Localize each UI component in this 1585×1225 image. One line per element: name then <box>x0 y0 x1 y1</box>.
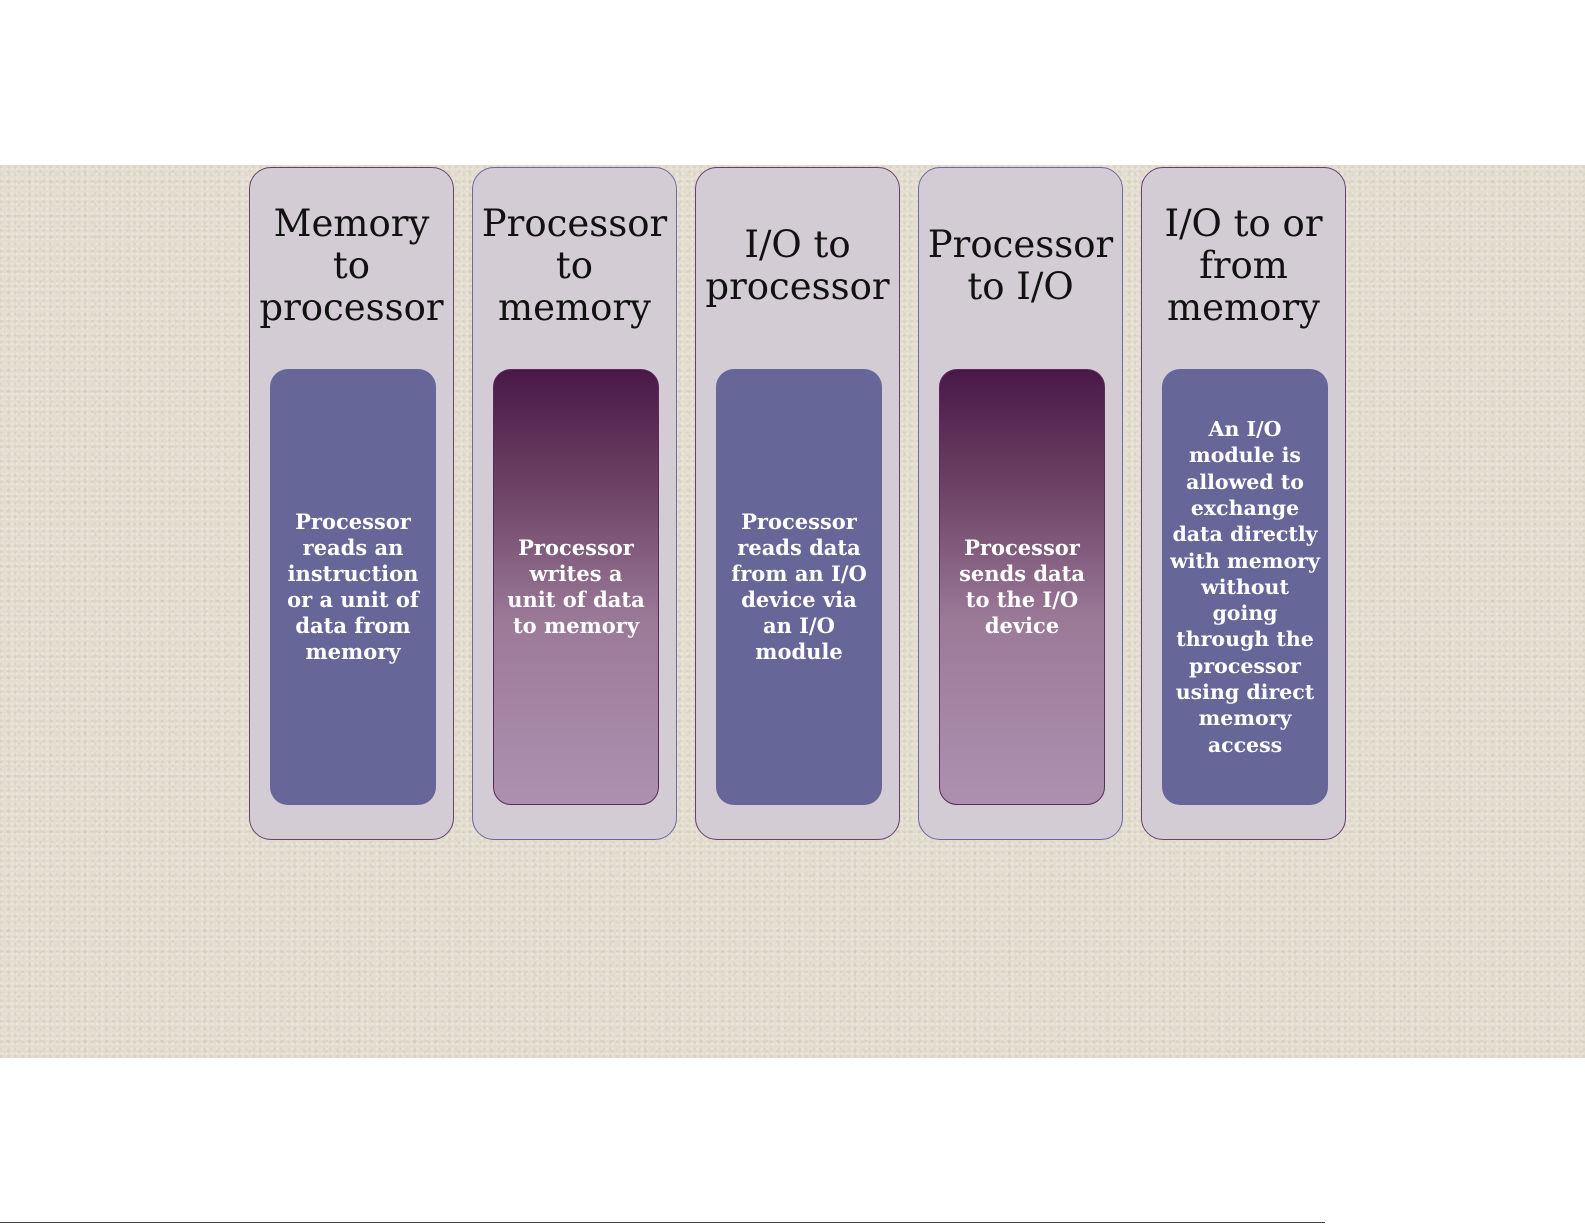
card-processor-to-memory: Processor to memory Processor writes a u… <box>472 167 677 840</box>
card-title: Memory to processor <box>259 202 444 329</box>
card-description: Processor sends data to the I/O device <box>939 369 1105 805</box>
card-io-to-or-from-memory: I/O to or from memory An I/O module is a… <box>1141 167 1346 840</box>
card-description: An I/O module is allowed to exchange dat… <box>1162 369 1328 805</box>
card-io-to-processor: I/O to processor Processor reads data fr… <box>695 167 900 840</box>
card-title: Processor to memory <box>481 202 668 329</box>
card-processor-to-io: Processor to I/O Processor sends data to… <box>918 167 1123 840</box>
card-title: I/O to processor <box>705 223 890 308</box>
card-description: Processor reads an instruction or a unit… <box>270 369 436 805</box>
card-memory-to-processor: Memory to processor Processor reads an i… <box>249 167 454 840</box>
card-title: Processor to I/O <box>927 223 1114 308</box>
card-description: Processor reads data from an I/O device … <box>716 369 882 805</box>
card-title: I/O to or from memory <box>1164 202 1323 329</box>
card-description: Processor writes a unit of data to memor… <box>493 369 659 805</box>
bottom-divider-line <box>0 1222 1325 1223</box>
